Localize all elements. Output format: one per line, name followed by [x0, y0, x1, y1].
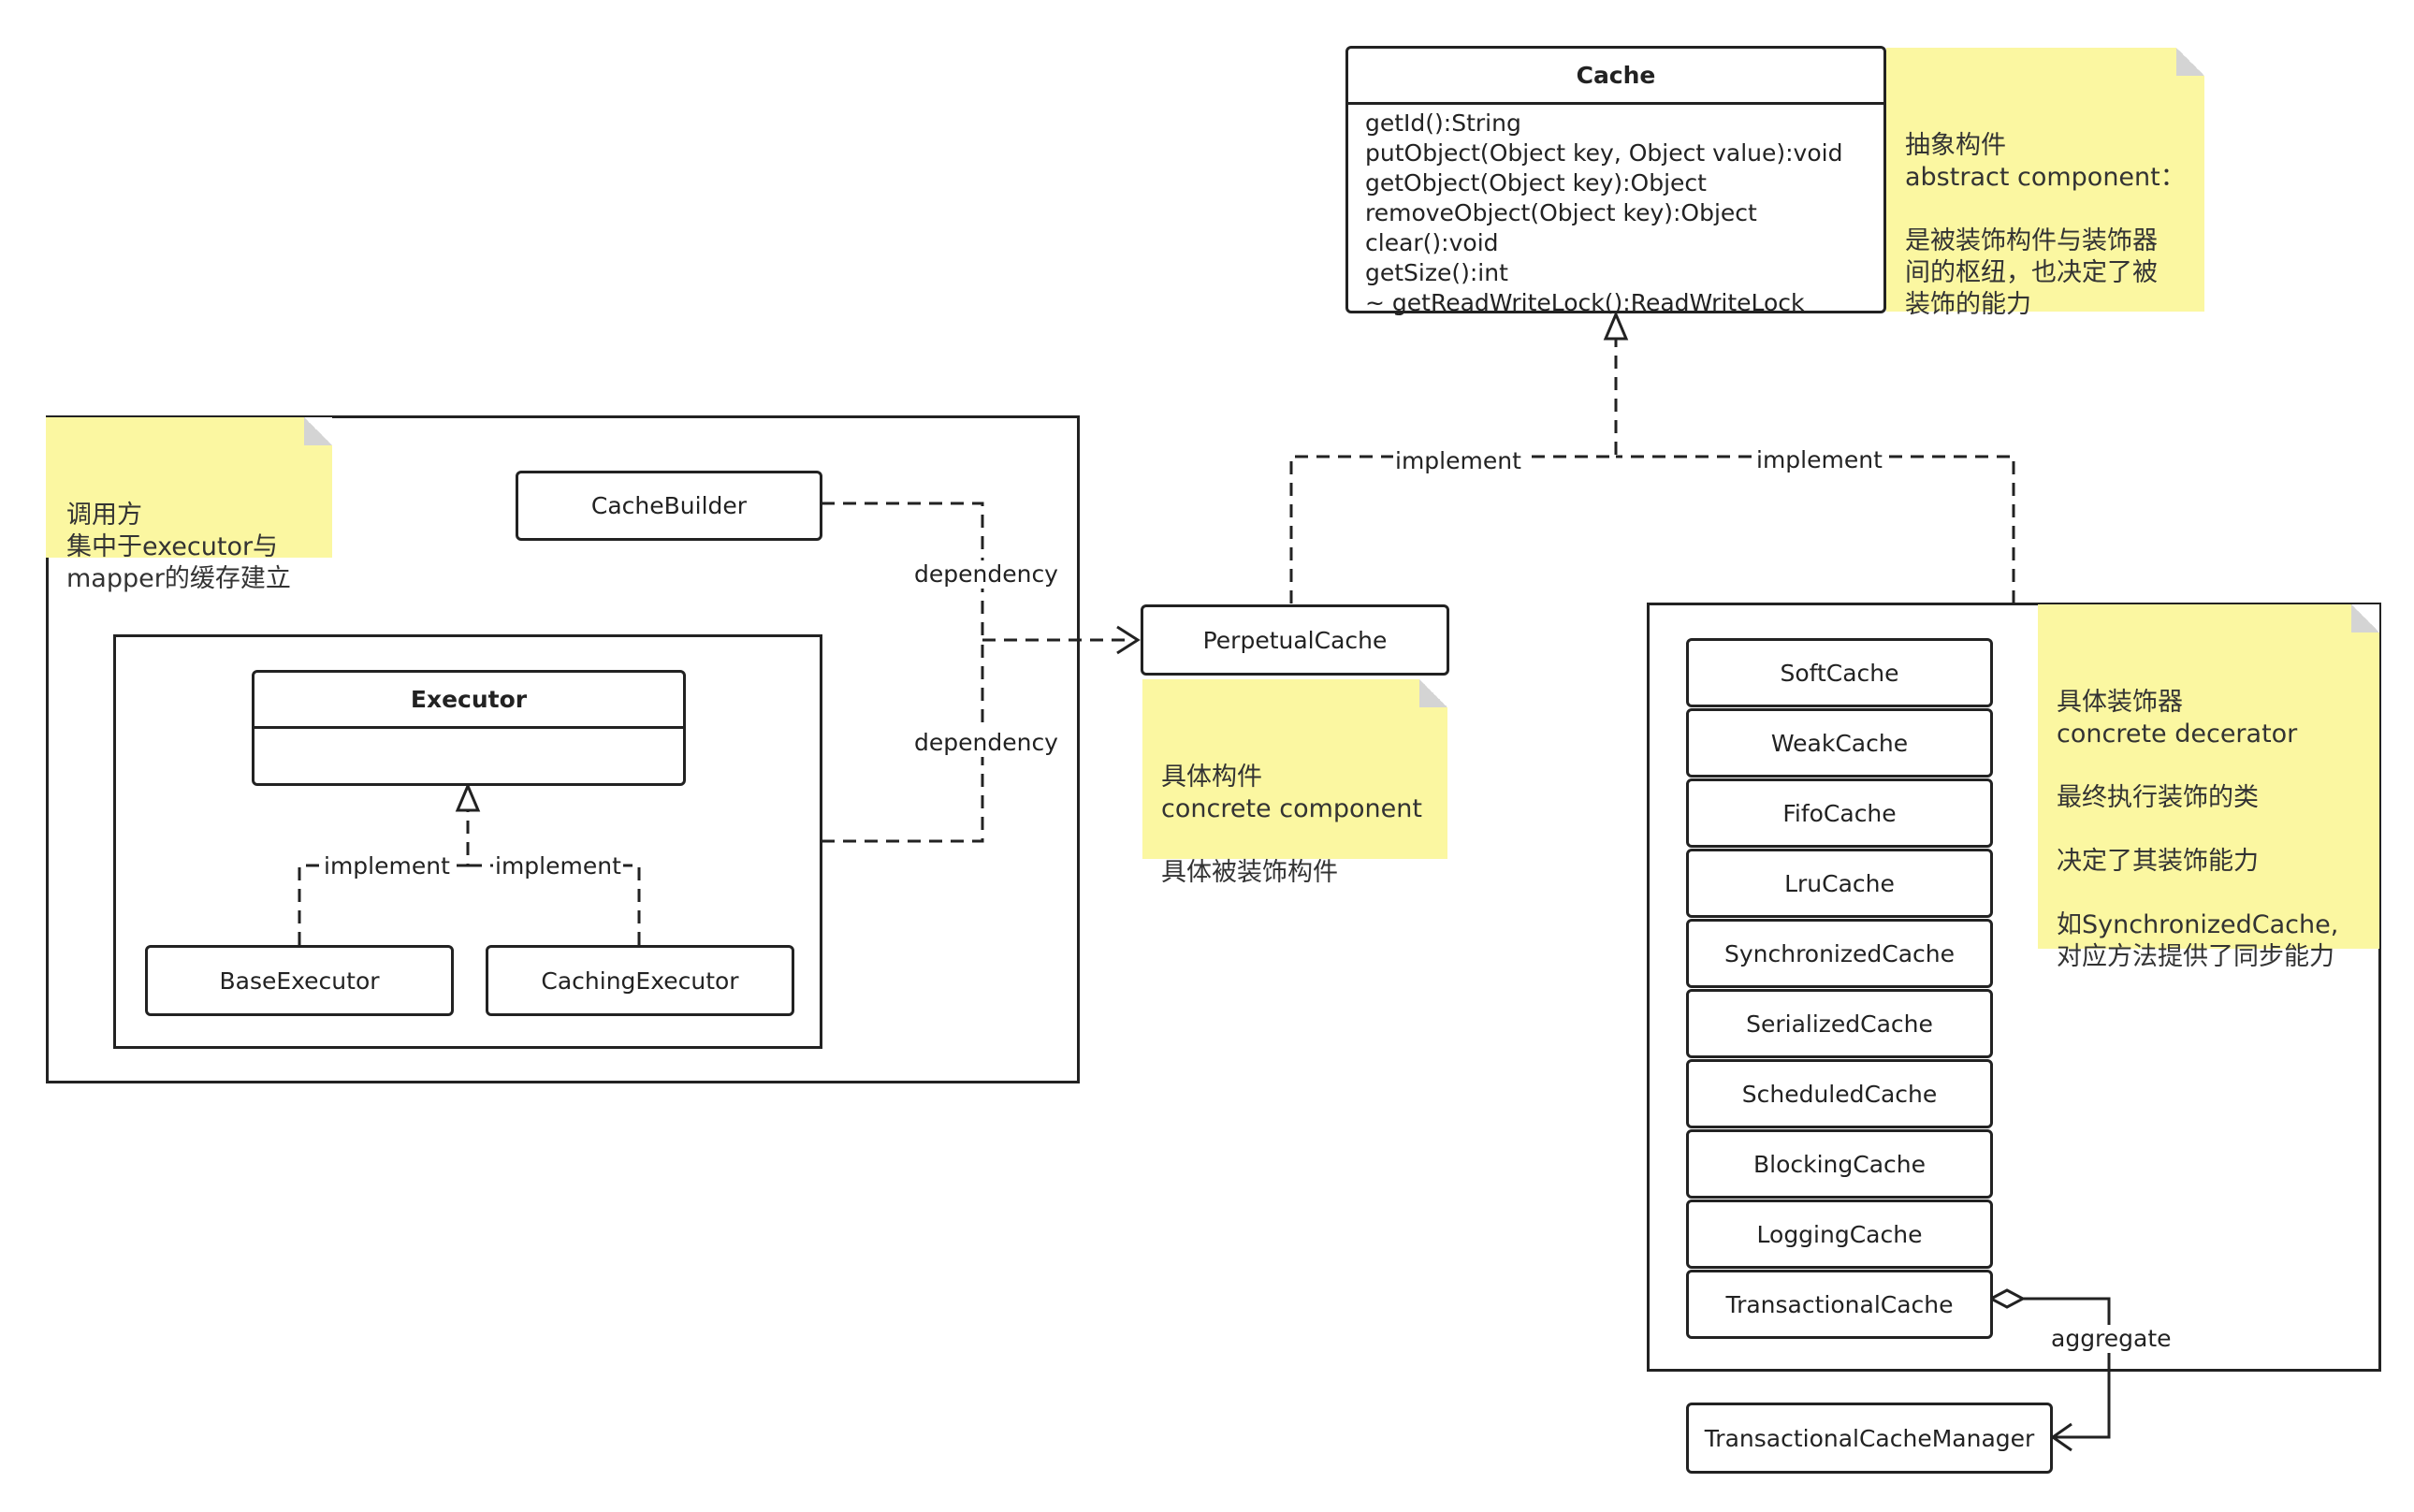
note-caller-text: 调用方 集中于executor与 mapper的缓存建立: [66, 501, 291, 593]
decorator-label: SerializedCache: [1746, 1010, 1933, 1038]
executor-interface[interactable]: Executor: [252, 670, 686, 786]
decorator-label: BlockingCache: [1752, 1150, 1927, 1178]
decorator-label: FifoCache: [1782, 799, 1897, 827]
decorator-lru-cache[interactable]: LruCache: [1686, 849, 1993, 918]
edge-label-implement-left: implement: [1393, 447, 1523, 475]
cache-method: getObject(Object key):Object: [1365, 169, 1707, 196]
decorator-logging-cache[interactable]: LoggingCache: [1686, 1199, 1993, 1269]
decorator-transactional-cache[interactable]: TransactionalCache: [1686, 1270, 1993, 1339]
cache-implement-triangle: [1603, 311, 1629, 341]
transactional-cache-manager-box[interactable]: TransactionalCacheManager: [1686, 1403, 2053, 1474]
edge-executor-dependency: [822, 640, 984, 843]
decorator-label: SoftCache: [1780, 659, 1899, 687]
decorator-soft-cache[interactable]: SoftCache: [1686, 638, 1993, 707]
executor-frame: [113, 634, 822, 1049]
edge-label-implement-right: implement: [1754, 446, 1884, 474]
cache-method: getId():String: [1365, 109, 1521, 137]
executor-implement-triangle: [455, 782, 481, 812]
decorator-label: ScheduledCache: [1741, 1080, 1938, 1108]
aggregate-diamond: [1987, 1288, 2027, 1309]
cache-method: putObject(Object key, Object value):void: [1365, 139, 1843, 167]
base-executor-box[interactable]: BaseExecutor: [145, 945, 454, 1016]
decorator-label: LruCache: [1784, 869, 1895, 897]
base-executor-label: BaseExecutor: [219, 967, 380, 995]
cache-interface-methods: getId():String putObject(Object key, Obj…: [1348, 105, 1883, 322]
cache-method: clear():void: [1365, 229, 1499, 256]
edge-label-dependency-bottom: dependency: [912, 729, 1060, 757]
cache-builder-label: CacheBuilder: [590, 492, 748, 519]
cache-interface[interactable]: Cache getId():String putObject(Object ke…: [1345, 46, 1886, 316]
note-concrete-component: 具体构件 concrete component 具体被装饰构件: [1142, 679, 1447, 887]
decorator-weak-cache[interactable]: WeakCache: [1686, 708, 1993, 778]
caching-executor-box[interactable]: CachingExecutor: [486, 945, 794, 1016]
decorator-label: TransactionalCache: [1725, 1290, 1954, 1318]
decorator-label: SynchronizedCache: [1723, 939, 1956, 967]
edge-label-executor-implement-right: implement: [493, 852, 623, 880]
cache-method: ~ getReadWriteLock():ReadWriteLock: [1365, 289, 1805, 316]
edge-label-dependency-top: dependency: [912, 560, 1060, 589]
note-concrete-decorator-text: 具体装饰器 concrete decerator 最终执行装饰的类 决定了其装饰…: [2057, 688, 2339, 971]
note-abstract-component-text: 抽象构件 abstract component： 是被装饰构件与装饰器 间的枢纽…: [1905, 131, 2186, 319]
cache-builder-box[interactable]: CacheBuilder: [516, 471, 822, 541]
caller-frame: [46, 415, 1080, 1083]
edge-aggregate: [2023, 1297, 2111, 1439]
edge-decorators-implement: [1616, 455, 2015, 603]
cache-method: getSize():int: [1365, 259, 1508, 286]
cache-method: removeObject(Object key):Object: [1365, 199, 1757, 226]
edge-label-executor-implement-left: implement: [322, 852, 452, 880]
decorator-label: WeakCache: [1770, 729, 1909, 757]
note-abstract-component: 抽象构件 abstract component： 是被装饰构件与装饰器 间的枢纽…: [1886, 48, 2204, 319]
aggregate-arrowhead: [2050, 1422, 2072, 1452]
caching-executor-label: CachingExecutor: [541, 967, 739, 995]
note-fold-icon: [1419, 679, 1447, 707]
edge-label-aggregate: aggregate: [2049, 1325, 2174, 1353]
note-fold-icon: [304, 417, 332, 445]
decorator-synchronized-cache[interactable]: SynchronizedCache: [1686, 919, 1993, 988]
edge-cachebuilder-dependency: [822, 502, 984, 640]
perpetual-cache-box[interactable]: PerpetualCache: [1141, 604, 1449, 676]
executor-title: Executor: [254, 673, 683, 729]
decorator-label: LoggingCache: [1756, 1220, 1923, 1248]
cache-interface-title: Cache: [1348, 49, 1883, 105]
decorator-serialized-cache[interactable]: SerializedCache: [1686, 989, 1993, 1058]
note-fold-icon: [2351, 604, 2379, 632]
decorator-fifo-cache[interactable]: FifoCache: [1686, 778, 1993, 848]
decorator-scheduled-cache[interactable]: ScheduledCache: [1686, 1059, 1993, 1128]
note-concrete-decorator: 具体装饰器 concrete decerator 最终执行装饰的类 决定了其装饰…: [2038, 604, 2379, 971]
perpetual-cache-label: PerpetualCache: [1202, 626, 1388, 654]
decorator-blocking-cache[interactable]: BlockingCache: [1686, 1129, 1993, 1199]
decorators-frame: [1647, 603, 2381, 1372]
note-caller: 调用方 集中于executor与 mapper的缓存建立: [46, 417, 332, 593]
transactional-cache-manager-label: TransactionalCacheManager: [1704, 1424, 2035, 1452]
note-concrete-component-text: 具体构件 concrete component 具体被装饰构件: [1161, 763, 1422, 887]
note-fold-icon: [2176, 48, 2204, 76]
perpetual-dependency-arrowhead: [1116, 625, 1141, 655]
